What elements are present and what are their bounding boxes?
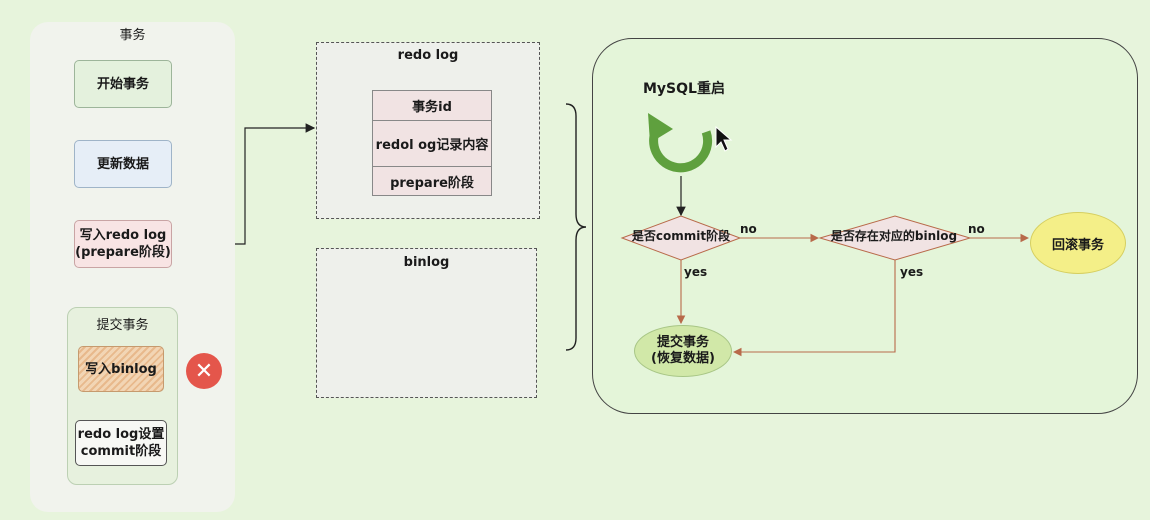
- redo-log-row-tx-id: 事务id: [372, 90, 492, 121]
- write-redo-log-line2: (prepare阶段): [75, 245, 171, 260]
- yes-label-2: yes: [900, 265, 924, 279]
- no-label-1: no: [740, 222, 757, 236]
- redo-log-title: redo log: [397, 48, 459, 63]
- commit-group-title: 提交事务: [96, 318, 149, 333]
- brace: [565, 103, 587, 351]
- redo-log-row-content: redol og记录内容: [372, 121, 492, 167]
- rollback-ellipse: 回滚事务: [1030, 212, 1126, 274]
- binlog-title: binlog: [403, 255, 450, 270]
- mouse-pointer-icon: [715, 125, 733, 152]
- start-transaction-node: 开始事务: [74, 60, 172, 108]
- close-icon: ✕: [186, 353, 222, 389]
- redo-commit-line1: redo log设置: [77, 427, 165, 442]
- commit-recover-ellipse: 提交事务 (恢复数据): [634, 325, 732, 377]
- update-data-node: 更新数据: [74, 140, 172, 188]
- redo-commit-stage-node: redo log设置 commit阶段: [75, 420, 167, 466]
- decision-binlog-label: 是否存在对应的binlog: [830, 229, 958, 243]
- redo-commit-line2: commit阶段: [80, 444, 162, 459]
- binlog-box: [316, 248, 537, 398]
- commit-recover-line2: (恢复数据): [651, 351, 715, 366]
- no-label-2: no: [968, 222, 985, 236]
- write-redo-log-line1: 写入redo log: [79, 228, 167, 243]
- restart-title: MySQL重启: [643, 81, 725, 97]
- write-redo-log-node: 写入redo log (prepare阶段): [74, 220, 172, 268]
- commit-recover-line1: 提交事务: [656, 335, 709, 350]
- transaction-title: 事务: [119, 28, 146, 43]
- arrow-yes2-to-commit: [732, 260, 896, 357]
- yes-label-1: yes: [684, 265, 708, 279]
- write-binlog-node: 写入binlog: [78, 346, 164, 392]
- refresh-icon: [648, 113, 713, 173]
- redo-log-row-prepare: prepare阶段: [372, 167, 492, 196]
- decision-commit-label: 是否commit阶段: [631, 229, 731, 243]
